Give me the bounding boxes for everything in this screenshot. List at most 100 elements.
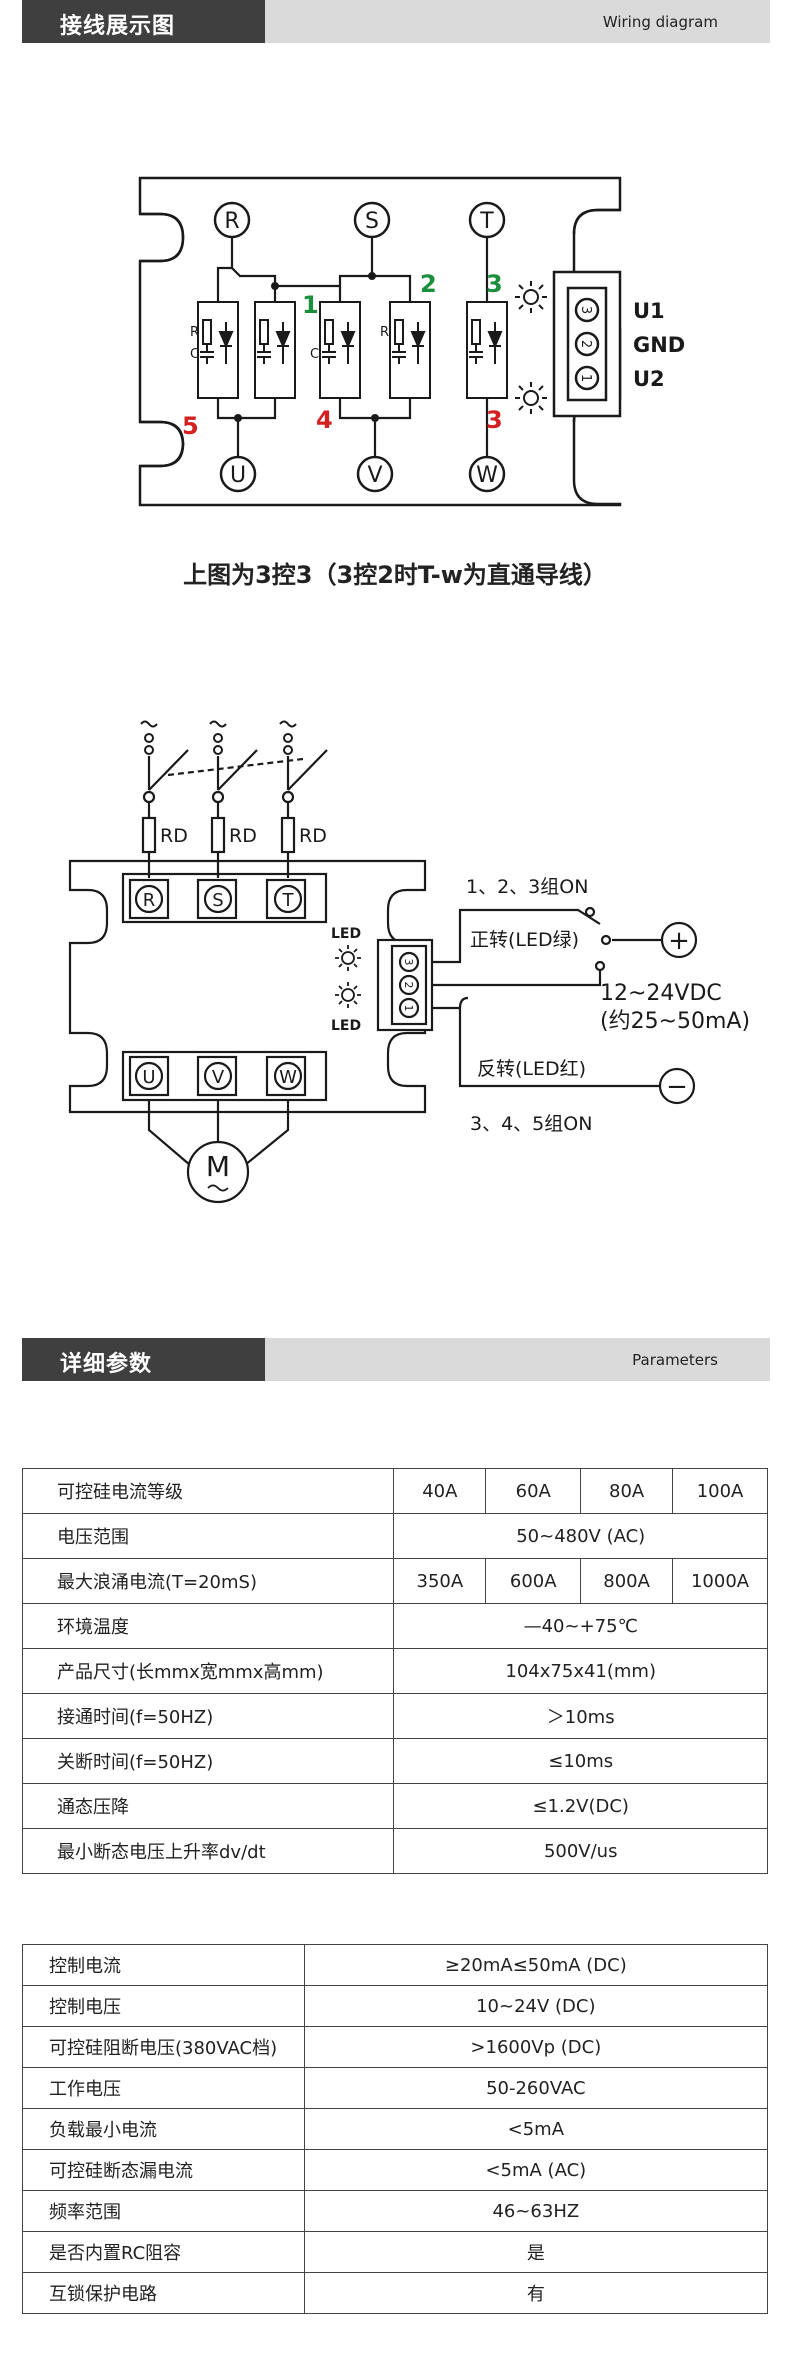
row-value: —40~+75℃: [393, 1603, 768, 1649]
row-label: 接通时间(f=50HZ): [21, 1693, 395, 1739]
module-outline-2: [68, 859, 427, 1114]
table-row: 产品尺寸(长mmx宽mmx高mm) 104x75x41(mm): [21, 1648, 768, 1694]
row-value: 有: [303, 2272, 769, 2314]
control-terminal-block: 3 2 1: [552, 270, 622, 418]
row-value: 50~480V (AC): [393, 1513, 768, 1559]
svg-text:3: 3: [578, 306, 593, 314]
row-value: 350A: [393, 1558, 487, 1604]
scr-unit-5: [466, 301, 508, 399]
table-row: 可控硅阻断电压(380VAC档)>1600Vp (DC): [22, 2026, 769, 2068]
group-number-1: 1: [302, 291, 319, 319]
row-value: <5mA: [303, 2108, 769, 2150]
svg-text:R: R: [380, 325, 389, 340]
svg-text:RD: RD: [229, 825, 257, 847]
led-icon-2-bottom: [335, 982, 361, 1008]
row-label: 控制电流: [22, 1944, 305, 1986]
table-row: 环境温度 —40~+75℃: [21, 1603, 768, 1649]
fuse-r: RD: [141, 816, 188, 854]
table-row: 接通时间(f=50HZ) ＞10ms: [21, 1693, 768, 1739]
section-subtitle: Parameters: [632, 1351, 718, 1369]
section-subtitle: Wiring diagram: [602, 13, 718, 31]
row-label: 通态压降: [21, 1783, 395, 1829]
fuse-s: RD: [210, 816, 257, 854]
led-icon-top: [515, 281, 547, 313]
table-row: 互锁保护电路有: [22, 2272, 769, 2314]
control-terminal-block-2: 3 2 1: [376, 938, 434, 1032]
row-value: ＞10ms: [393, 1693, 768, 1739]
section-header-dark-block: 接线展示图: [22, 0, 265, 43]
diagram-caption: 上图为3控3（3控2时T-w为直通导线）: [183, 561, 607, 589]
motor-label: M: [206, 1150, 230, 1183]
row-label: 频率范围: [22, 2190, 305, 2232]
svg-text:U: U: [142, 1067, 155, 1088]
row-label: 最大浪涌电流(T=20mS): [21, 1558, 395, 1604]
group-number-2: 2: [420, 270, 437, 298]
row-value: 60A: [485, 1468, 582, 1514]
input-terminal-t: T: [468, 201, 506, 239]
table-row: 可控硅断态漏电流<5mA (AC): [22, 2149, 769, 2191]
scr-unit-1: R C: [190, 301, 239, 399]
group-number-4: 4: [316, 406, 333, 434]
row-label: 可控硅断态漏电流: [22, 2149, 305, 2191]
row-value: 104x75x41(mm): [393, 1648, 768, 1694]
row-label: 是否内置RC阻容: [22, 2231, 305, 2273]
control-wiring: [432, 906, 665, 1088]
table-row: 控制电流≥20mA≤50mA (DC): [22, 1944, 769, 1986]
motor-symbol: M: [186, 1140, 250, 1204]
row-label: 最小断态电压上升率dv/dt: [21, 1828, 395, 1874]
svg-text:2: 2: [578, 340, 593, 348]
group-number-5: 5: [182, 412, 199, 440]
row-value: 50-260VAC: [303, 2067, 769, 2109]
table-row: 是否内置RC阻容是: [22, 2231, 769, 2273]
scr-unit-4: R: [380, 301, 431, 399]
forward-label-text: 正转(LED绿): [470, 929, 579, 951]
svg-text:RD: RD: [160, 825, 188, 847]
row-value: 1000A: [672, 1558, 768, 1604]
group-number-3-green: 3: [486, 270, 503, 298]
scr-unit-3: C: [310, 301, 361, 399]
reverse-label-text: 反转(LED红): [477, 1058, 586, 1080]
row-label: 环境温度: [21, 1603, 395, 1649]
svg-text:1: 1: [578, 374, 593, 382]
row-value: 10~24V (DC): [303, 1985, 769, 2027]
table-row: 通态压降 ≤1.2V(DC): [21, 1783, 768, 1829]
group-number-3-red: 3: [486, 406, 503, 434]
output-terminal-w: W: [468, 455, 506, 493]
table-row: 关断时间(f=50HZ) ≤10ms: [21, 1738, 768, 1784]
svg-text:R: R: [190, 325, 199, 340]
section-title: 详细参数: [60, 1352, 153, 1377]
row-label: 可控硅阻断电压(380VAC档): [22, 2026, 305, 2068]
table-row: 负载最小电流<5mA: [22, 2108, 769, 2150]
output-label-w: W: [476, 463, 498, 488]
svg-text:V: V: [212, 1067, 225, 1088]
current-text: (约25~50mA): [600, 1009, 750, 1034]
row-label: 工作电压: [22, 2067, 305, 2109]
svg-text:C: C: [190, 347, 199, 362]
row-value: 46~63HZ: [303, 2190, 769, 2232]
terminal-label-u2: U2: [633, 367, 665, 391]
led-icon-bottom: [515, 382, 547, 414]
row-label: 控制电压: [22, 1985, 305, 2027]
input-terminal-s: S: [353, 201, 391, 239]
input-label-t: T: [479, 209, 494, 234]
fuse-t: RD: [280, 816, 327, 854]
svg-text:3: 3: [402, 959, 415, 966]
row-label: 互锁保护电路: [22, 2272, 305, 2314]
svg-text:C: C: [310, 347, 319, 362]
table-row: 最大浪涌电流(T=20mS) 350A 600A 800A 1000A: [21, 1558, 768, 1604]
input-terminals-2: R S T: [121, 872, 328, 924]
output-terminals-2: U V W: [121, 1050, 328, 1102]
row-value: 600A: [485, 1558, 582, 1604]
scr-unit-2: [254, 301, 296, 399]
row-value: ≤1.2V(DC): [393, 1783, 768, 1829]
parameters-table-1: 可控硅电流等级 40A 60A 80A 100A 电压范围 50~480V (A…: [21, 1468, 768, 1874]
svg-text:RD: RD: [299, 825, 327, 847]
svg-text:1: 1: [402, 1005, 415, 1012]
svg-text:S: S: [212, 890, 223, 911]
row-label: 产品尺寸(长mmx宽mmx高mm): [21, 1648, 395, 1694]
plus-terminal-icon: +: [660, 921, 698, 959]
input-label-r: R: [224, 209, 239, 234]
